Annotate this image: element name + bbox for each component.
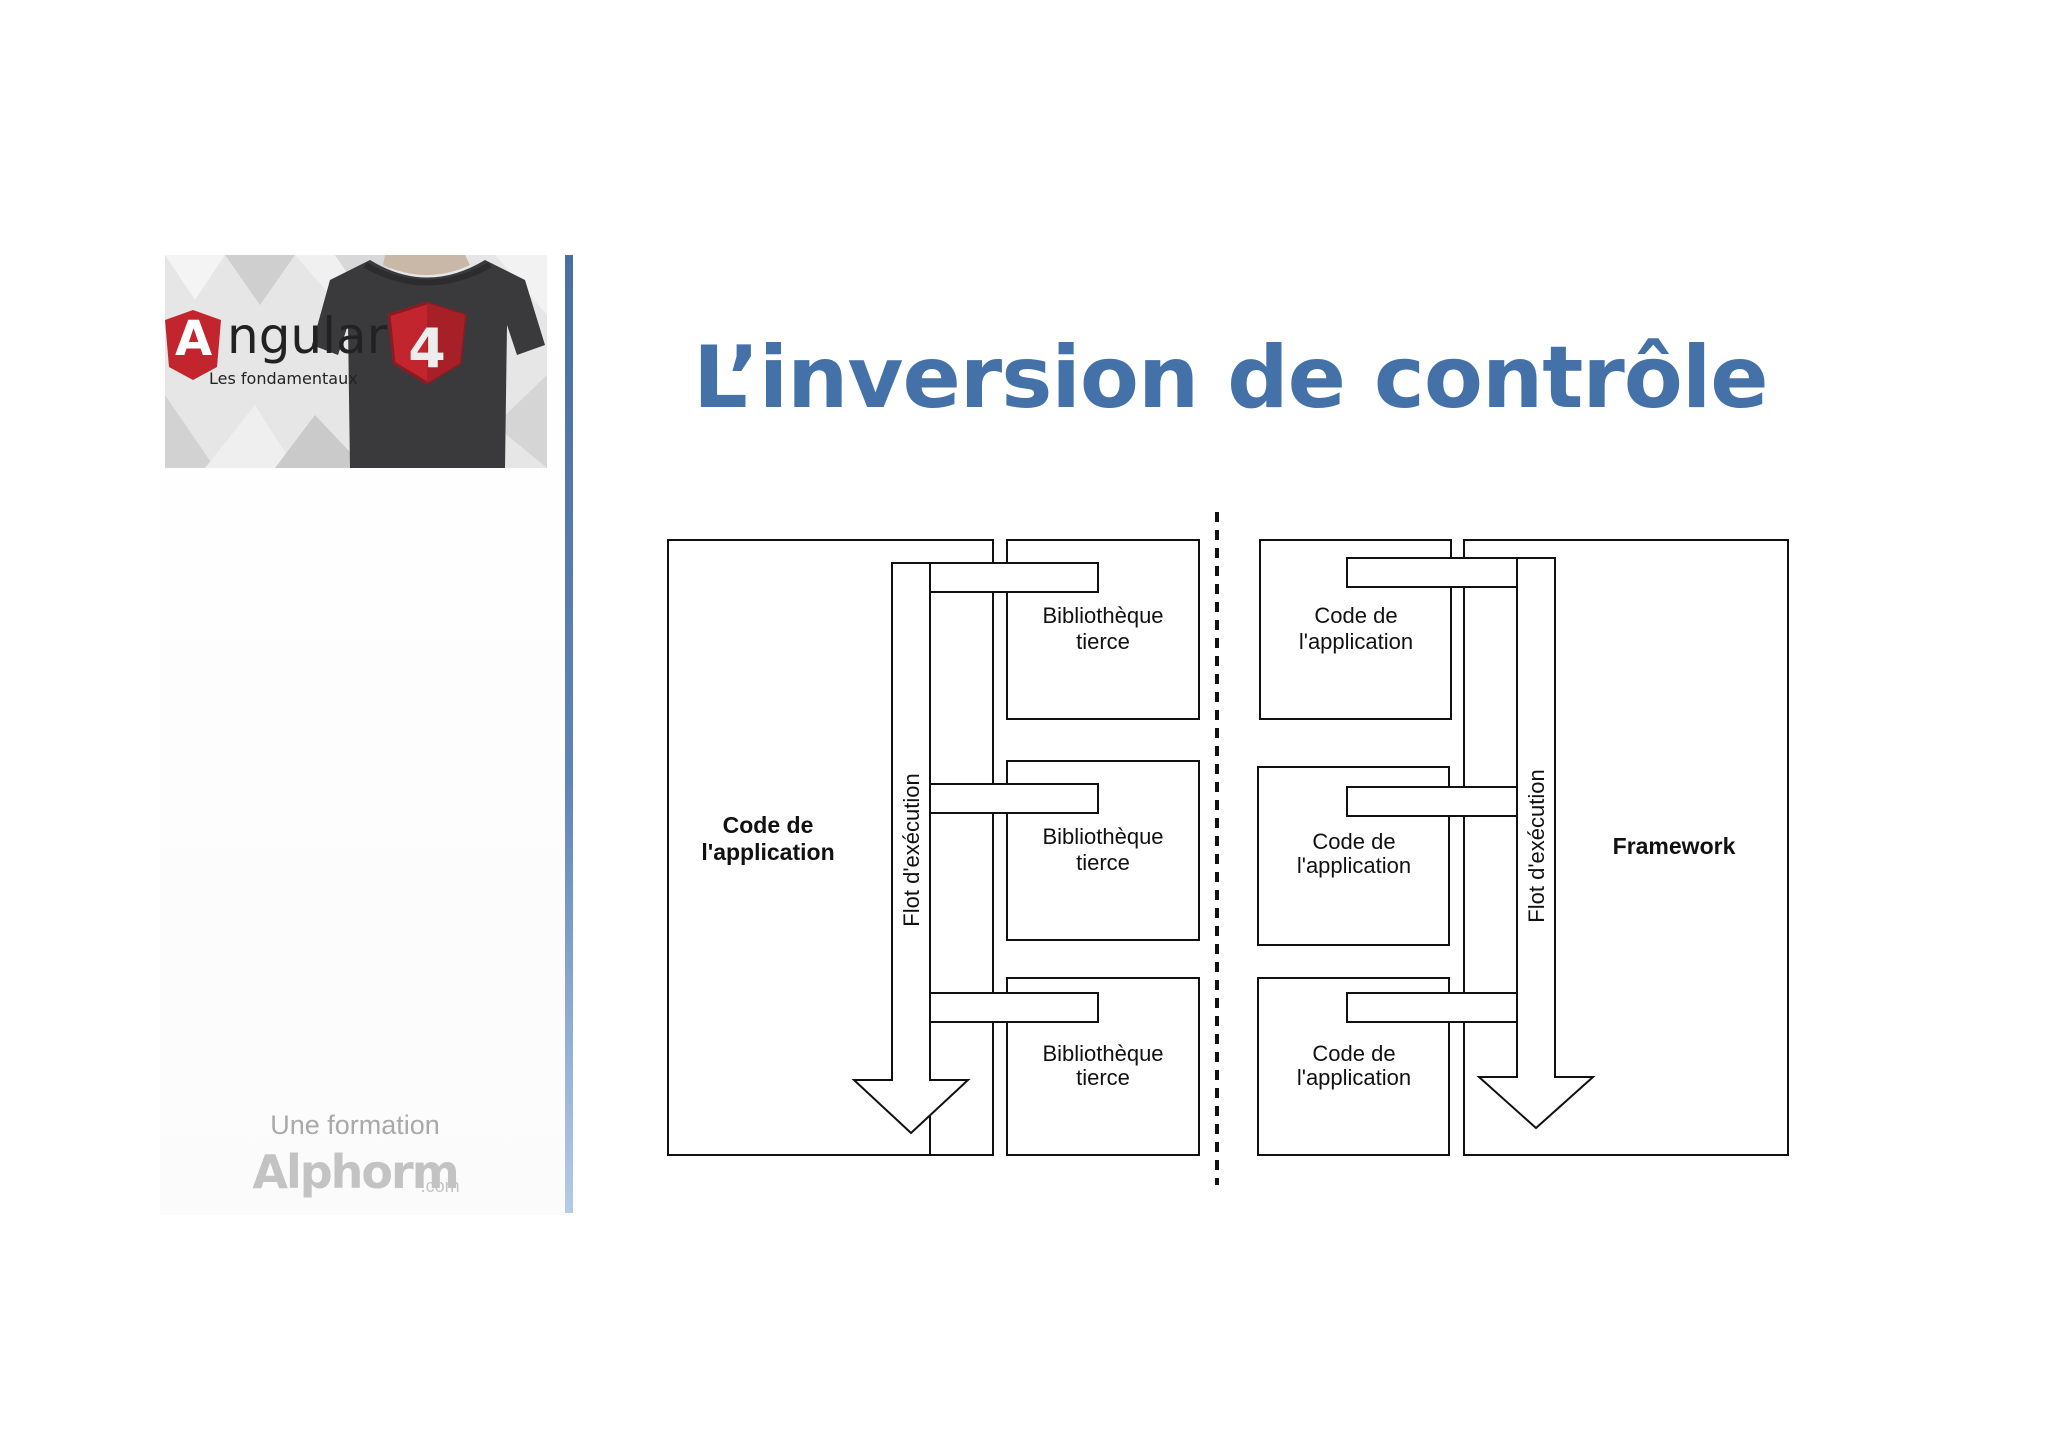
right-app-label-3-line1: Code de [1312,1041,1395,1066]
right-flow-label: Flot d'exécution [1524,769,1549,922]
course-logo: 4 A ngular Les fondamentaux [165,255,547,468]
logo-subtitle: Les fondamentaux [209,369,358,388]
left-library-label-3-line2: tierce [1076,1065,1130,1090]
logo-wordmark: A ngular Les fondamentaux [165,303,405,388]
left-application-box [667,539,994,1156]
right-app-label-1-line1: Code de [1314,603,1397,628]
left-library-label-2-line2: tierce [1076,850,1130,875]
right-connector-1 [1346,557,1518,588]
slide-title: L’inversion de contrôle [693,328,1769,428]
left-library-label-2-line1: Bibliothèque [1042,824,1163,849]
course-logo-graphic: 4 [165,255,547,468]
right-app-label-3-line2: l'application [1297,1065,1411,1090]
right-app-label-2-line1: Code de [1312,829,1395,854]
right-app-label-1-line2: l'application [1299,629,1413,654]
left-library-label-1-line2: tierce [1076,629,1130,654]
right-main-label: Framework [1613,833,1736,859]
left-main-label-line2: l'application [701,839,834,865]
left-connector-2 [929,783,1099,814]
left-flow-arrow [851,562,971,1135]
logo-wordmark-text: ngular [227,307,388,365]
brand-tld: .com [420,1176,460,1196]
left-library-label-3-line1: Bibliothèque [1042,1041,1163,1066]
left-connector-1 [929,562,1099,593]
logo-initial: A [175,311,213,367]
alphorm-brand: Une formation Alphorm.com [250,1110,460,1199]
left-flow-label: Flot d'exécution [899,773,924,926]
right-app-label-2-line2: l'application [1297,853,1411,878]
brand-name: Alphorm.com [252,1145,460,1199]
right-connector-3 [1346,992,1518,1023]
right-flow-arrow [1476,557,1596,1130]
right-connector-2 [1346,786,1518,817]
brand-tagline: Une formation [270,1110,440,1140]
left-main-label-line1: Code de [723,812,814,838]
vertical-divider [565,255,573,1213]
brand-name-text: Alphorm [252,1145,459,1199]
left-connector-3 [929,992,1099,1023]
version-number: 4 [408,317,446,380]
left-library-label-1-line1: Bibliothèque [1042,603,1163,628]
